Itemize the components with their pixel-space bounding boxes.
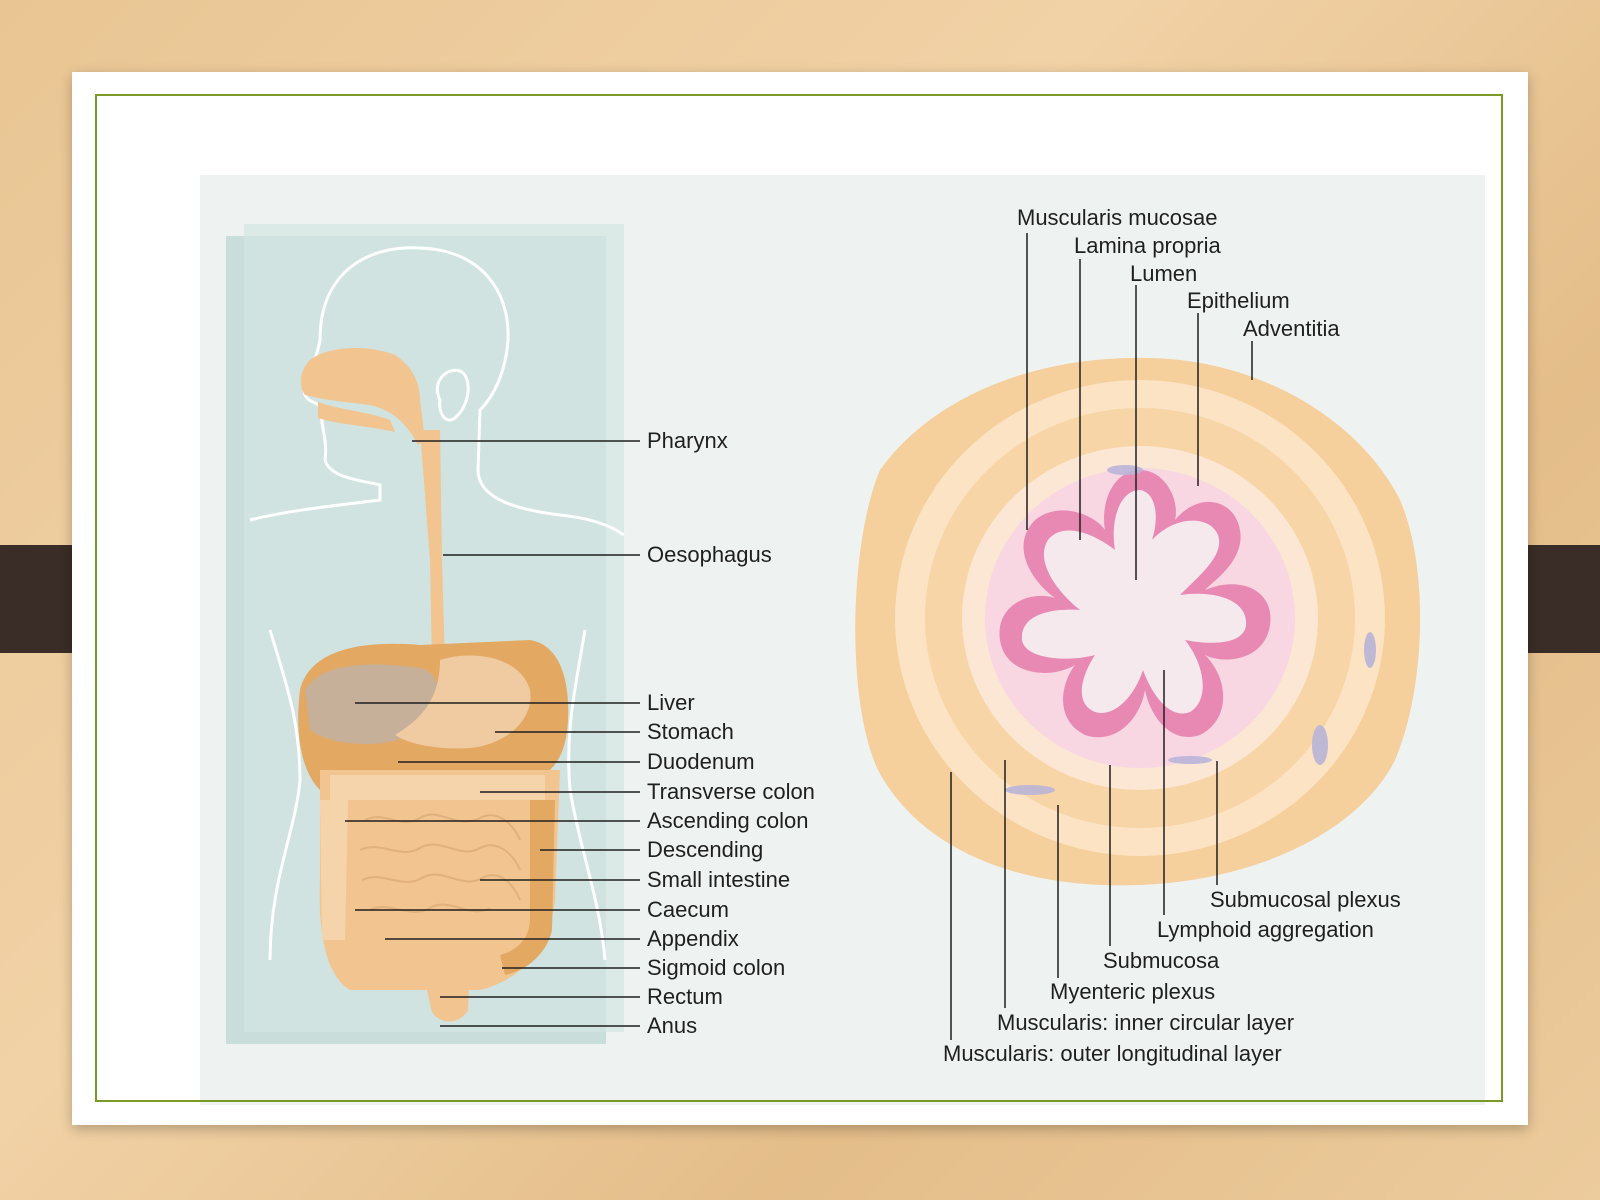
lumen-shape <box>1021 490 1247 714</box>
label-appendix: Appendix <box>647 926 739 951</box>
label-lymphoid-aggregation: Lymphoid aggregation <box>1157 917 1374 942</box>
label-outer-longitudinal-layer: Muscularis: outer longitudinal layer <box>943 1041 1282 1066</box>
label-oesophagus: Oesophagus <box>647 542 772 567</box>
label-lumen: Lumen <box>1130 261 1198 286</box>
label-muscularis-mucosae: Muscularis mucosae <box>1017 205 1218 230</box>
label-anus: Anus <box>647 1013 698 1038</box>
label-duodenum: Duodenum <box>647 749 755 774</box>
plexus-marks <box>1005 465 1376 795</box>
intestines-shape <box>319 770 560 990</box>
right-leader-lines <box>950 233 1253 1040</box>
label-submucosa: Submucosa <box>1103 948 1220 973</box>
gut-cross-section <box>855 357 1421 886</box>
label-adventitia: Adventitia <box>1243 316 1340 341</box>
label-liver: Liver <box>647 690 695 715</box>
label-rectum: Rectum <box>647 984 723 1009</box>
label-epithelium: Epithelium <box>1187 288 1290 313</box>
label-lamina-propria: Lamina propria <box>1074 233 1221 258</box>
label-small-intestine: Small intestine <box>647 867 791 892</box>
slide-frame <box>95 94 1503 1102</box>
label-descending: Descending <box>647 837 764 862</box>
label-stomach: Stomach <box>647 719 734 744</box>
left-leader-lines <box>345 440 640 1027</box>
liver-shape <box>305 664 439 745</box>
label-inner-circular-layer: Muscularis: inner circular layer <box>997 1010 1295 1035</box>
abdominal-organs <box>298 640 569 1022</box>
upper-tract <box>300 348 445 665</box>
rectum-shape <box>420 960 470 1022</box>
label-sigmoid-colon: Sigmoid colon <box>647 955 786 980</box>
label-myenteric-plexus: Myenteric plexus <box>1050 979 1216 1004</box>
label-ascending-colon: Ascending colon <box>647 808 809 833</box>
label-transverse-colon: Transverse colon <box>647 779 815 804</box>
stomach-shape <box>395 655 531 749</box>
label-pharynx: Pharynx <box>647 428 728 453</box>
label-caecum: Caecum <box>647 897 729 922</box>
label-submucosal-plexus: Submucosal plexus <box>1210 887 1401 912</box>
